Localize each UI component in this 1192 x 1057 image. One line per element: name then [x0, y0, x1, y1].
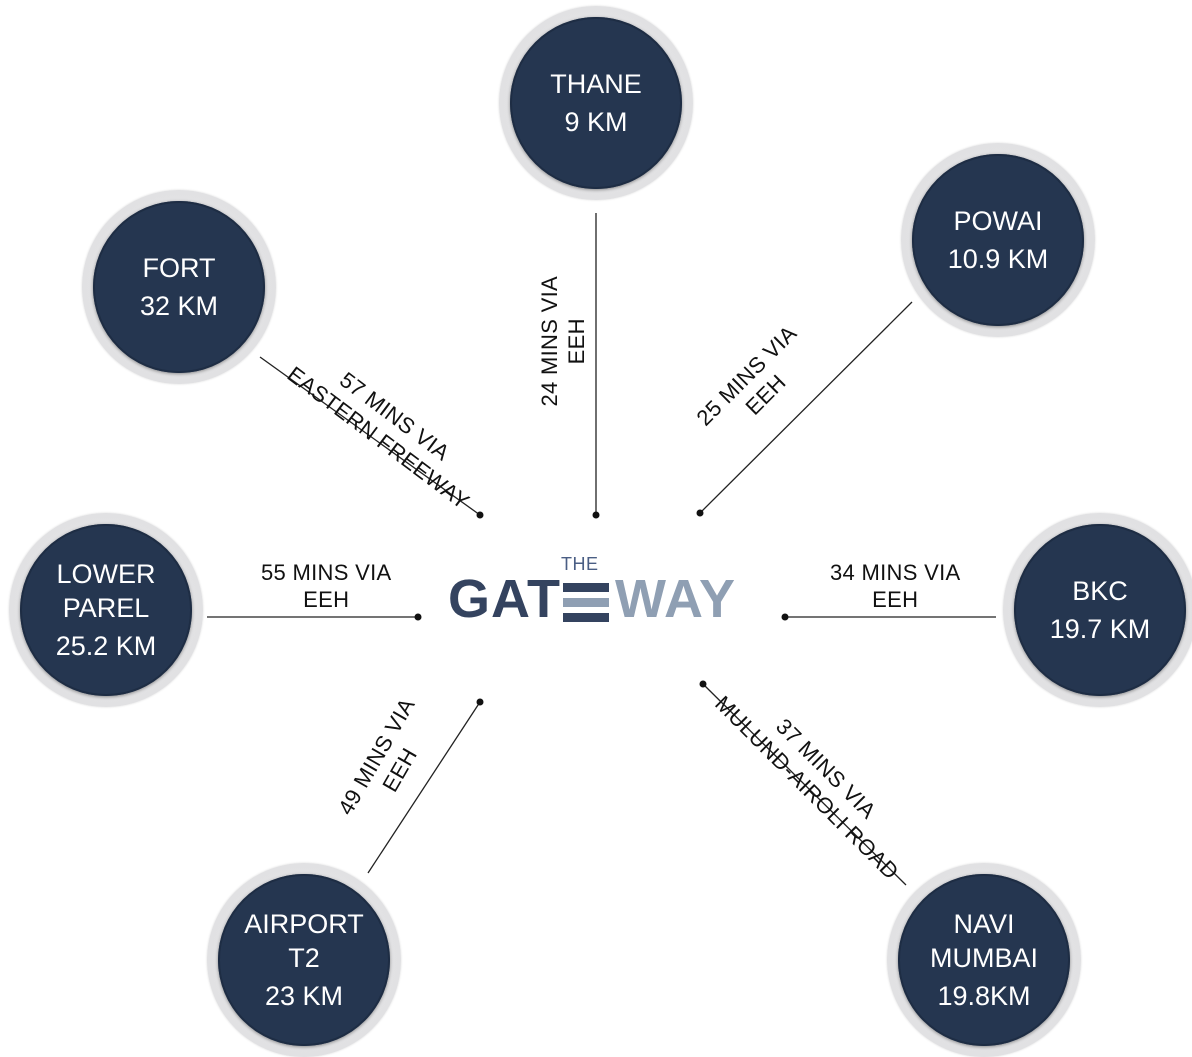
navi-mumbai-distance: 19.8KM: [937, 981, 1031, 1011]
lower-parel-route-line: EEH: [303, 586, 350, 612]
airport-distance: 23 KM: [264, 981, 344, 1011]
airport-connector-line: [367, 701, 481, 874]
lower-parel-name-line: PAREL: [62, 592, 150, 623]
powai-name-line: POWAI: [953, 205, 1043, 236]
bkc-name-line: BKC: [1072, 575, 1128, 606]
bkc-route-line: 34 MINS VIA: [830, 559, 961, 585]
thane-distance: 9 KM: [564, 107, 628, 137]
fort-distance: 32 KM: [139, 291, 219, 321]
logo-gat-text: GAT: [448, 569, 561, 629]
logo-way-text: WAY: [615, 569, 737, 629]
thane-route-line: EEH: [564, 317, 590, 364]
thane-node: THANE 9 KM: [510, 17, 682, 189]
powai-distance: 10.9 KM: [947, 244, 1049, 274]
navi-mumbai-name-line: MUMBAI: [930, 942, 1038, 973]
fort-connector-line: [259, 356, 481, 516]
fort-name-line: FORT: [142, 252, 216, 283]
fort-connector-dot: [476, 511, 484, 519]
thane-connector-dot: [592, 511, 600, 519]
airport-connector-dot: [476, 698, 484, 706]
navi-mumbai-name-line: NAVI: [953, 908, 1015, 939]
fort-node: FORT 32 KM: [93, 201, 265, 373]
navi-mumbai-connector-line: [702, 683, 907, 886]
thane-route-line: 24 MINS VIA: [536, 275, 562, 406]
logo-bar-middle: [563, 598, 609, 607]
bkc-distance: 19.7 KM: [1049, 614, 1151, 644]
bkc-connector-dot: [781, 613, 789, 621]
thane-name-line: THANE: [550, 68, 642, 99]
logo-bar-bottom: [563, 613, 609, 622]
logo-bar-top: [563, 583, 609, 592]
logo-e-bars: [563, 583, 609, 623]
powai-connector-line: [699, 301, 913, 514]
airport-name-line: T2: [288, 942, 320, 973]
powai-node: POWAI 10.9 KM: [912, 154, 1084, 326]
logo-the-text: THE: [561, 554, 599, 574]
lower-parel-route-line: 55 MINS VIA: [261, 559, 392, 585]
lower-parel-distance: 25.2 KM: [55, 631, 157, 661]
bkc-node: BKC 19.7 KM: [1014, 524, 1186, 696]
navi-mumbai-connector-dot: [699, 680, 707, 688]
bkc-route-line: EEH: [872, 586, 919, 612]
lower-parel-connector-dot: [414, 613, 422, 621]
airport-name-line: AIRPORT: [244, 908, 364, 939]
powai-connector-dot: [696, 509, 704, 517]
lower-parel-name-line: LOWER: [56, 558, 156, 589]
the-gateway-logo: THE GAT WAY: [448, 554, 748, 634]
